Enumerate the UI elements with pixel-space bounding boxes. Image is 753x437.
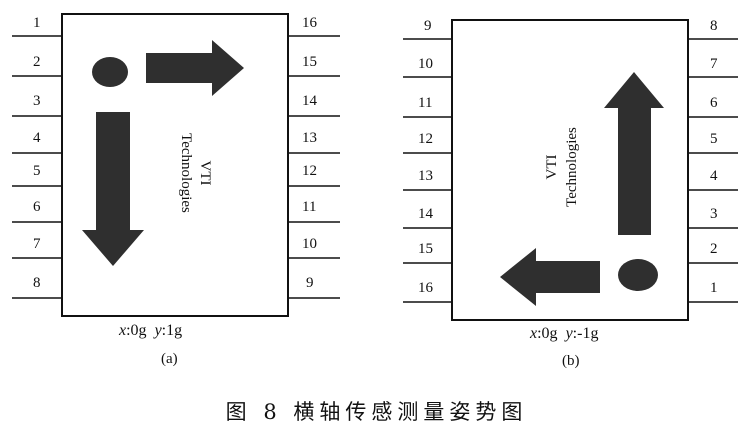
pin-number: 12 [302, 163, 317, 179]
pin-number: 11 [302, 199, 316, 215]
panel-a-left-pin-numbers: 1 2 3 4 5 6 7 8 [33, 15, 41, 291]
pin-number: 14 [418, 206, 434, 222]
panel-a-down-arrow-icon [82, 112, 144, 266]
panel-a-right-pin-numbers: 16 15 14 13 12 11 10 9 [302, 15, 318, 291]
pin-number: 7 [33, 236, 41, 252]
figure-caption: 图 8 横轴传感测量姿势图 [225, 400, 528, 424]
panel-a-right-pin-lines [288, 35, 340, 299]
panel-b-left-pin-numbers: 9 10 11 12 13 14 15 16 [418, 18, 434, 296]
chip-brand-text: Technologies [178, 133, 194, 213]
panel-b-pin1-marker-dot [618, 259, 658, 291]
panel-a: 1 2 3 4 5 6 7 8 16 15 14 13 12 11 10 9 V… [12, 13, 340, 367]
pin-number: 1 [710, 280, 718, 296]
pin-number: 2 [33, 54, 41, 70]
pin-number: 13 [302, 130, 317, 146]
pin-number: 6 [33, 199, 41, 215]
pin-number: 4 [710, 168, 718, 184]
pin-number: 15 [302, 54, 317, 70]
pin-number: 14 [302, 93, 318, 109]
pin-number: 9 [306, 275, 314, 291]
pin-number: 15 [418, 241, 433, 257]
chip-brand-text: VTI [197, 161, 213, 186]
pin-number: 4 [33, 130, 41, 146]
pin-number: 9 [424, 18, 432, 34]
panel-b-right-pin-lines [688, 38, 738, 303]
pin-number: 1 [33, 15, 41, 31]
pin-number: 5 [710, 131, 718, 147]
pin-number: 5 [33, 163, 41, 179]
panel-a-label: (a) [161, 351, 178, 367]
pin-number: 3 [710, 206, 718, 222]
pin-number: 10 [302, 236, 317, 252]
panel-b-up-arrow-icon [604, 72, 664, 235]
pin-number: 10 [418, 56, 433, 72]
panel-a-pin1-marker-dot [92, 57, 128, 87]
panel-b-left-arrow-icon [500, 248, 600, 306]
pin-number: 6 [710, 95, 718, 111]
pin-number: 2 [710, 241, 718, 257]
pin-number: 13 [418, 168, 433, 184]
panel-b: 9 10 11 12 13 14 15 16 8 7 6 5 4 3 2 1 V… [403, 18, 738, 369]
chip-brand-text: Technologies [564, 127, 580, 207]
panel-b-left-pin-lines [403, 38, 452, 303]
panel-b-right-pin-numbers: 8 7 6 5 4 3 2 1 [710, 18, 718, 296]
pin-number: 8 [33, 275, 41, 291]
pin-number: 16 [418, 280, 434, 296]
pin-number: 3 [33, 93, 41, 109]
pin-number: 8 [710, 18, 718, 34]
pin-number: 11 [418, 95, 432, 111]
panel-b-chip-marking: VTI Technologies [544, 127, 580, 207]
panel-a-chip-marking: VTI Technologies [178, 133, 213, 213]
panel-a-right-arrow-icon [146, 40, 244, 96]
pin-number: 16 [302, 15, 318, 31]
panel-a-left-pin-lines [12, 35, 62, 299]
panel-b-label: (b) [562, 353, 580, 369]
chip-brand-text: VTI [544, 155, 560, 180]
pin-number: 12 [418, 131, 433, 147]
pin-number: 7 [710, 56, 718, 72]
